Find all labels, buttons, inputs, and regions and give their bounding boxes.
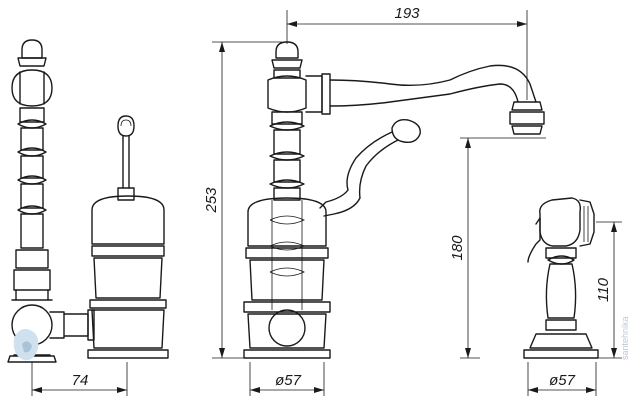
dimension-label-110: 110 [595,277,612,302]
faucet-front-view [243,41,545,359]
dimension-label-base-57: ø57 [275,372,302,389]
dimension-label-74: 74 [72,372,89,389]
dimension-spout-reach: 193 [286,5,528,100]
dimension-spout-height: 180 [449,137,546,359]
dimension-label-193: 193 [394,5,420,22]
side-spray [523,197,599,359]
dimension-label-180: 180 [449,235,466,261]
dimension-spray-base-diameter: ø57 [527,362,597,396]
dimension-label-253: 253 [203,187,220,214]
dimension-total-height: 253 [203,41,282,359]
faucet-side-view [7,39,169,363]
dimension-spray-height: 110 [595,221,622,359]
watermark-logo [13,329,39,361]
dimension-side-offset: 74 [31,362,128,396]
dimension-label-spray-57: ø57 [549,372,576,389]
watermark-text: santehnika [620,316,630,360]
dimension-base-diameter: ø57 [249,362,325,396]
